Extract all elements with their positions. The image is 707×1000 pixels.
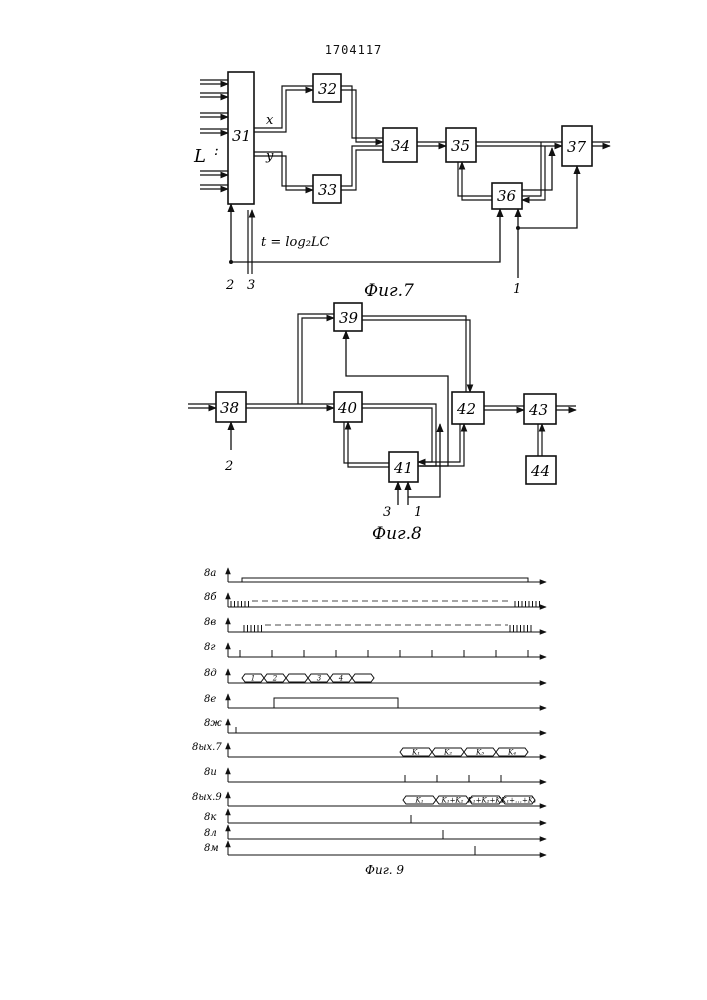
fig9-signal-e	[228, 698, 398, 708]
fig9-bus-d-segment	[286, 674, 308, 682]
fig9-bus-out9-segment-label: K₁	[414, 797, 423, 805]
fig8-diagram: 38 2 39 40 42 41 3 1 43 44	[188, 303, 576, 544]
fig9-axes	[228, 568, 546, 855]
fig7-block-37-label: 37	[567, 138, 587, 156]
fig9-signal-v	[244, 625, 531, 632]
fig7-diagram: L : 31 x y 32 33 34 35 37 36	[193, 72, 610, 301]
fig7-label-L: L	[193, 146, 206, 167]
fig9-signal-a	[228, 578, 528, 582]
fig9-bus-out9-segment-label: K₁+K₂	[441, 797, 464, 805]
fig8-input-3: 3	[383, 505, 391, 520]
fig8-block-40-label: 40	[337, 399, 358, 417]
fig9-signal-b	[228, 601, 540, 607]
fig9-bus-d-segment-label: 4	[338, 675, 343, 683]
fig9-bus-out7-segment-label: K₃	[475, 749, 484, 757]
fig9-bus-d-segment-label: 3	[317, 675, 322, 683]
fig8-input-2: 2	[224, 459, 233, 474]
fig9-bus-out9-segment-label: K₁+…+K₄	[500, 797, 536, 805]
fig9-row-label-a: 8а	[204, 568, 216, 579]
fig9-signal-d: 1 2 3 4	[242, 674, 374, 683]
fig9-row-label-zh: 8ж	[204, 718, 222, 729]
fig9-row-label-out9: 8ых.9	[192, 792, 222, 803]
fig7-formula: t = log₂LC	[261, 235, 330, 250]
fig9-signal-g	[240, 650, 528, 657]
fig7-input-3: 3	[247, 278, 255, 293]
fig9-row-label-i: 8и	[204, 767, 217, 778]
fig9-row-label-k: 8к	[204, 812, 216, 823]
fig9-row-label-g: 8г	[204, 642, 215, 653]
fig9-signal-out9: K₁ K₁+K₂K₁+K₂+K₃K₁+…+K₄	[403, 796, 536, 805]
fig8-block-44-label: 44	[530, 462, 550, 480]
fig9-row-label-v: 8в	[204, 617, 216, 628]
fig9-row-label-d: 8д	[204, 668, 217, 679]
fig9-bus-out7-segment-label: K₂	[443, 749, 452, 757]
fig9-timing-diagram: 8а 8б 8в 8г 8д 8е 8ж 8ых.7 8и 8ых.9 8к 8…	[192, 568, 546, 877]
fig7-block-34-label: 34	[391, 137, 410, 155]
fig9-row-label-e: 8е	[204, 694, 216, 705]
fig7-input-buses	[200, 80, 228, 189]
fig9-signal-out7: K₁ K₂ K₃ K₄	[400, 748, 528, 757]
fig7-block-35-label: 35	[451, 137, 470, 155]
fig7-block-33-label: 33	[318, 181, 337, 199]
fig9-row-label-m: 8м	[204, 843, 219, 854]
fig9-row-label-b: 8б	[204, 592, 217, 603]
fig9-bus-out9-segment-label: K₁+K₂+K₃	[467, 797, 504, 805]
fig8-input-1: 1	[414, 505, 422, 520]
fig9-caption: Фиг. 9	[365, 863, 404, 877]
fig9-signal-i	[405, 775, 501, 782]
fig7-label-y: y	[265, 149, 274, 164]
fig7-input-2: 2	[225, 278, 234, 293]
fig9-bus-out7-segment-label: K₁	[411, 749, 420, 757]
fig7-input-1: 1	[513, 282, 521, 297]
fig9-bus-d-segment-label: 2	[272, 675, 278, 683]
fig9-row-label-l: 8л	[204, 828, 217, 839]
fig9-bus-d-segment-label: 1	[251, 675, 255, 683]
fig9-bus-d-segment	[352, 674, 374, 682]
fig8-block-43-label: 43	[528, 401, 548, 419]
fig7-caption: Фиг.7	[364, 281, 414, 301]
fig7-block-32-label: 32	[318, 80, 337, 98]
fig7-block-31-label: 31	[232, 127, 251, 145]
fig9-row-label-out7: 8ых.7	[192, 742, 222, 753]
fig8-block-41-label: 41	[393, 459, 413, 477]
fig7-label-x: x	[266, 113, 274, 128]
fig9-bus-out7-segment-label: K₄	[507, 749, 516, 757]
fig7-block-36-label: 36	[497, 187, 517, 205]
fig8-caption: Фиг.8	[372, 524, 422, 544]
fig8-block-38-label: 38	[220, 399, 239, 417]
fig7-ellipsis: :	[214, 143, 219, 159]
fig8-block-42-label: 42	[456, 400, 476, 418]
fig8-block-39-label: 39	[339, 309, 359, 327]
